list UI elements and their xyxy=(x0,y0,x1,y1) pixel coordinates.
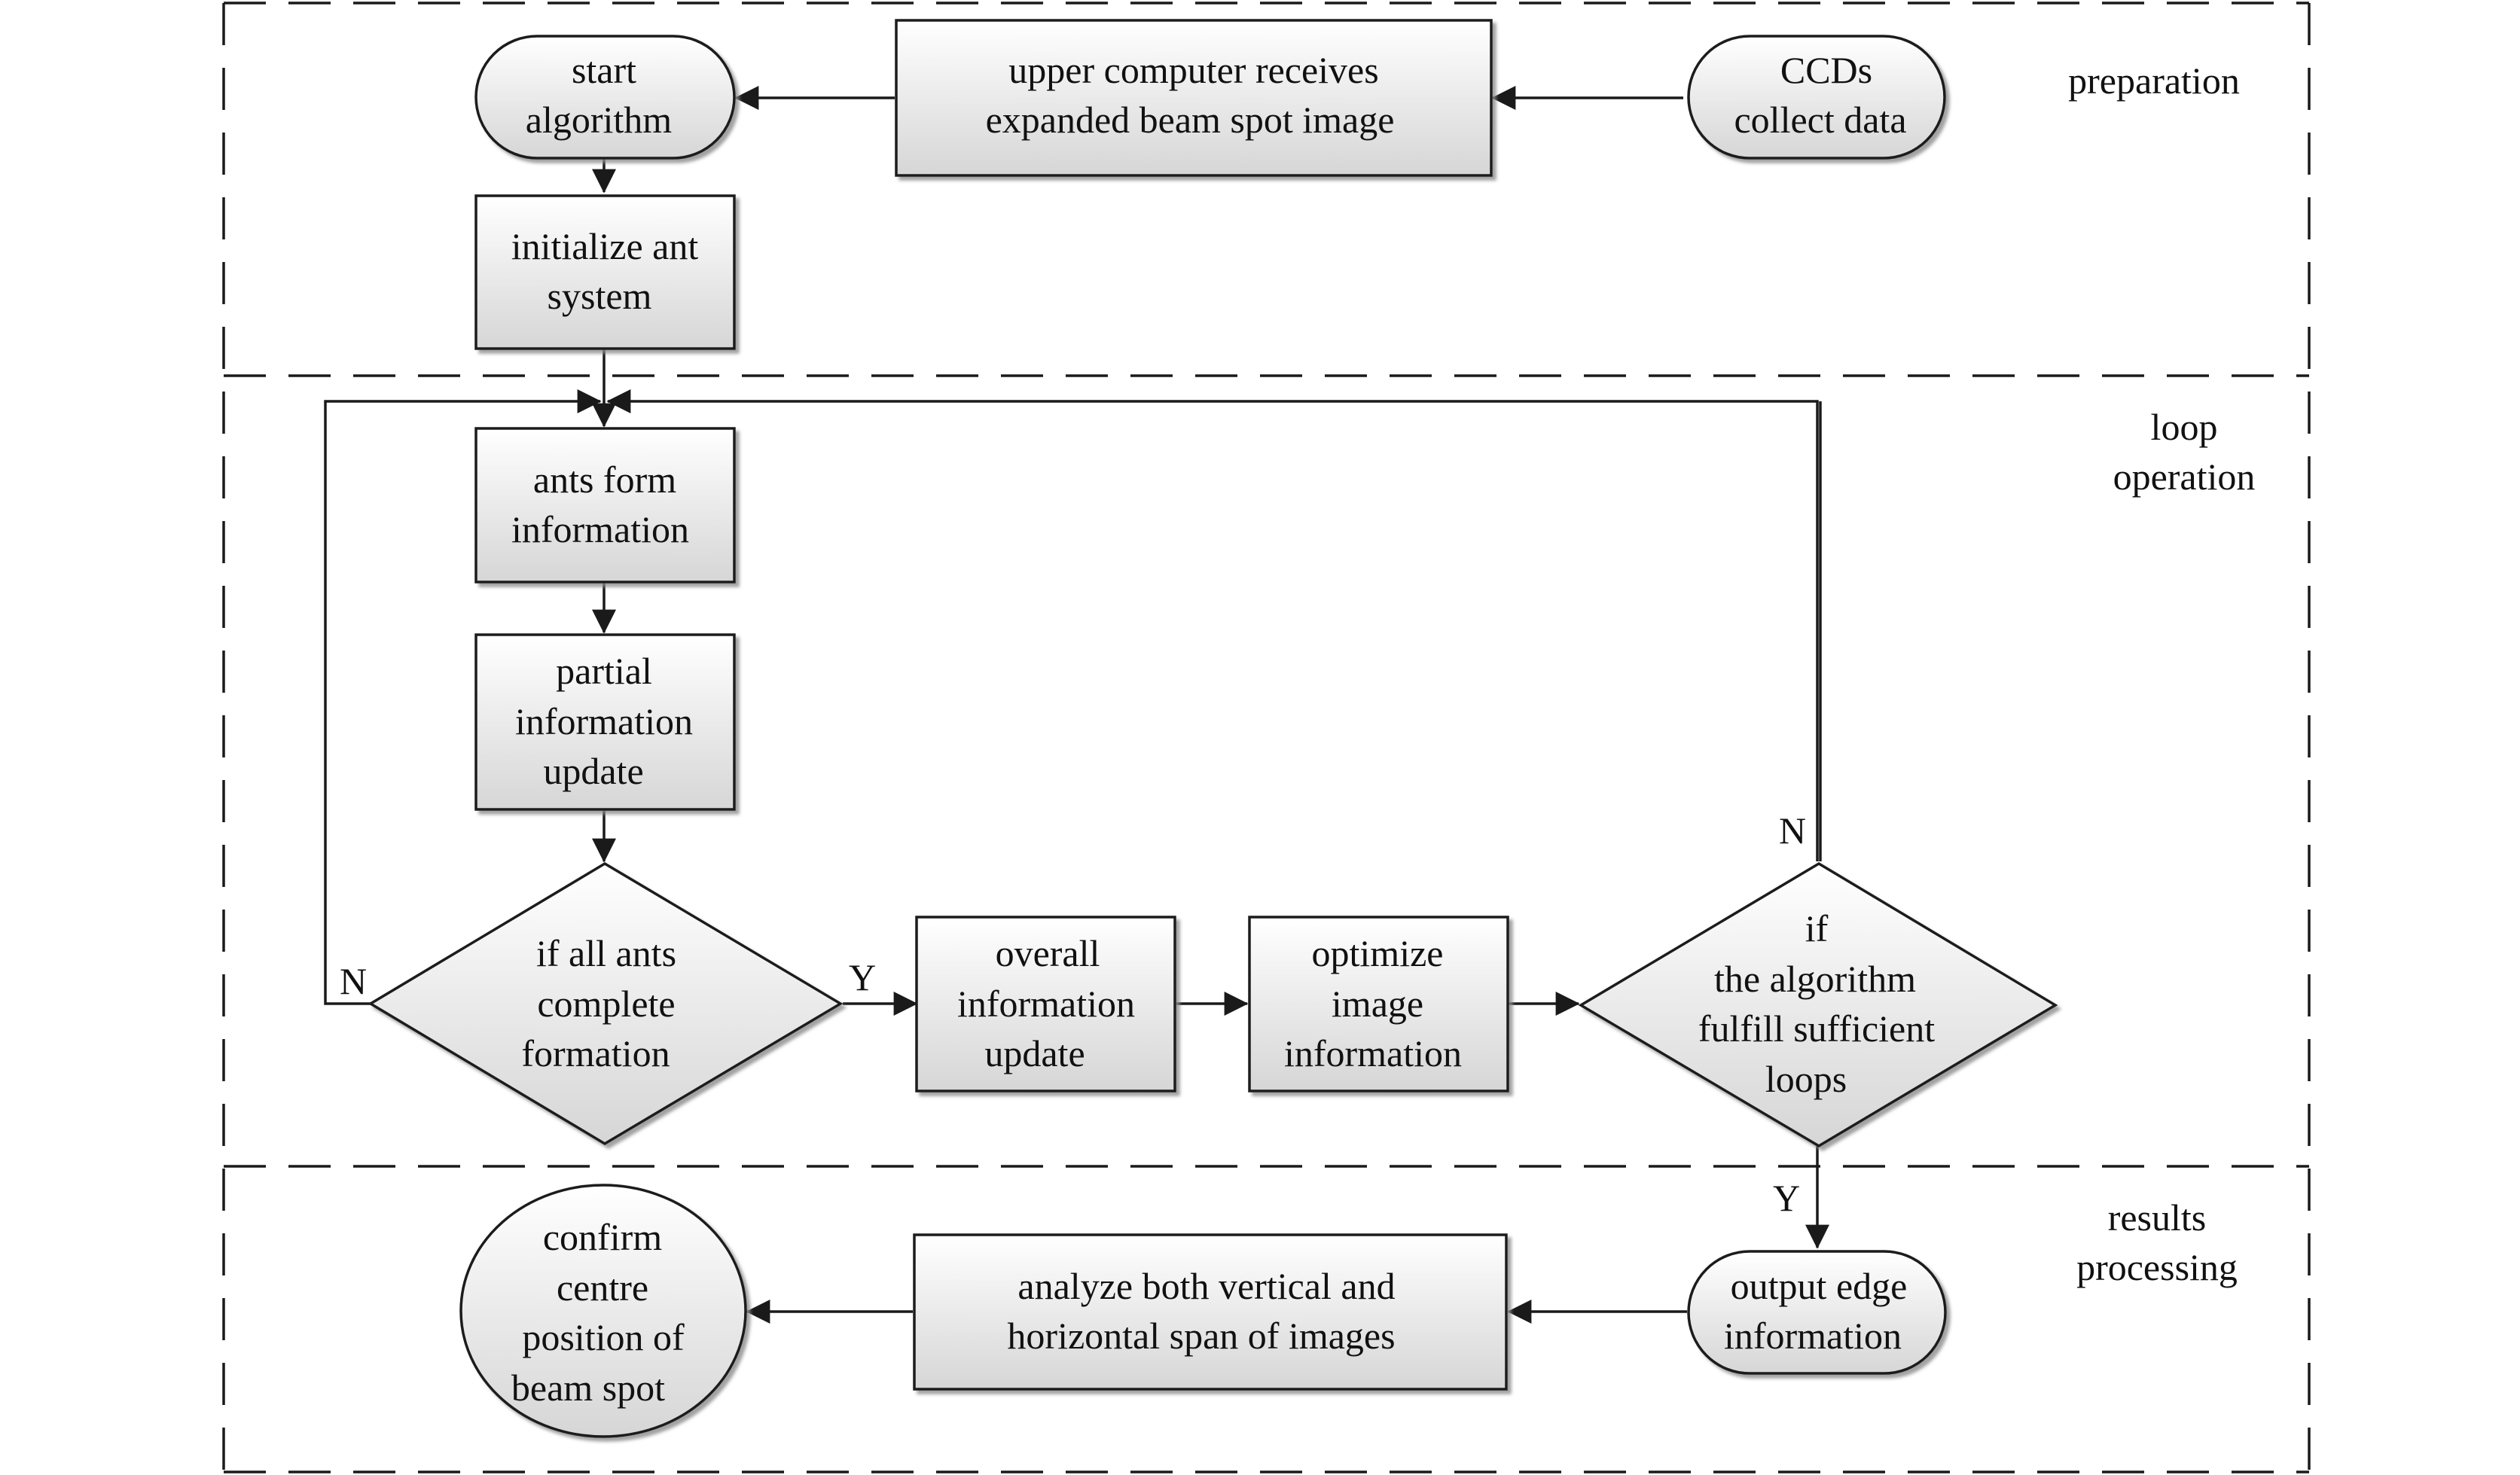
node-text-line: system xyxy=(548,275,652,317)
node-text-line: beam spot xyxy=(511,1367,665,1409)
node-text-line: if all ants xyxy=(536,932,676,974)
node-text-line: start xyxy=(572,49,636,91)
node-upper-computer: upper computer receives expanded beam sp… xyxy=(895,19,1493,177)
node-text-line: CCDs xyxy=(1780,49,1872,91)
edge-all-ants-no-loop xyxy=(324,389,602,1005)
node-text-line: loops xyxy=(1765,1058,1847,1100)
edge-label-all-ants-no: N xyxy=(340,960,367,1002)
edge-label-all-ants-yes: Y xyxy=(849,956,876,998)
node-output-edge: output edge information xyxy=(1687,1250,1947,1375)
node-text-line: if xyxy=(1805,907,1829,949)
section-label-operation: operation xyxy=(2113,456,2256,498)
node-text-line: the algorithm xyxy=(1714,958,1916,1000)
node-text-line: formation xyxy=(521,1032,670,1074)
edges xyxy=(324,86,1829,1324)
node-optimize: optimize image information xyxy=(1248,916,1509,1093)
node-text-line: confirm xyxy=(543,1216,662,1258)
node-text-line: overall xyxy=(996,932,1100,974)
decision-diamond xyxy=(1578,861,2058,1148)
decision-diamond xyxy=(368,861,844,1146)
node-text-line: update xyxy=(984,1032,1085,1074)
node-text-line: ants form xyxy=(533,459,676,501)
node-text-line: optimize xyxy=(1312,932,1444,974)
node-start: start algorithm xyxy=(474,35,736,160)
node-text-line: initialize ant xyxy=(511,225,699,267)
node-partial-update: partial information update xyxy=(474,633,736,811)
node-all-ants-decision: if all ants complete formation xyxy=(368,861,844,1146)
node-text-line: algorithm xyxy=(526,99,673,141)
node-text-line: information xyxy=(1284,1032,1462,1074)
section-label-preparation: preparation xyxy=(2068,59,2240,102)
node-text-line: update xyxy=(543,750,643,792)
section-label-results: results xyxy=(2108,1196,2207,1239)
terminator-shape xyxy=(474,35,736,160)
section-label-processing: processing xyxy=(2076,1246,2238,1288)
edge-label-loops-yes: Y xyxy=(1773,1177,1800,1219)
process-box xyxy=(895,19,1493,177)
node-text-line: position of xyxy=(522,1316,685,1358)
node-text-line: information xyxy=(515,700,693,742)
process-box xyxy=(474,633,736,811)
node-text-line: fulfill sufficient xyxy=(1698,1007,1935,1050)
process-box xyxy=(474,194,736,350)
node-text-line: information xyxy=(1724,1315,1902,1357)
node-text-line: analyze both vertical and xyxy=(1017,1265,1395,1307)
node-text-line: information xyxy=(957,983,1135,1025)
process-box xyxy=(915,916,1176,1093)
node-text-line: information xyxy=(511,508,689,550)
node-analyze: analyze both vertical and horizontal spa… xyxy=(913,1233,1508,1391)
node-overall-update: overall information update xyxy=(915,916,1176,1093)
process-box xyxy=(913,1233,1508,1391)
node-text-line: centre xyxy=(557,1266,648,1309)
node-text-line: horizontal span of images xyxy=(1007,1315,1395,1357)
node-text-line: expanded beam spot image xyxy=(986,99,1395,141)
node-ccds: CCDs collect data xyxy=(1687,35,1946,160)
node-ants-form: ants form information xyxy=(474,427,736,584)
process-box xyxy=(474,427,736,584)
terminator-shape xyxy=(459,1184,747,1438)
node-text-line: collect data xyxy=(1734,99,1906,141)
node-text-line: upper computer receives xyxy=(1008,49,1378,91)
node-text-line: image xyxy=(1332,983,1423,1025)
node-text-line: output edge xyxy=(1731,1265,1908,1307)
edge-loops-no-loop xyxy=(606,389,1819,861)
terminator-shape xyxy=(1687,1250,1947,1375)
node-text-line: complete xyxy=(537,983,675,1025)
node-text-line: partial xyxy=(556,650,652,692)
section-borders xyxy=(222,2,2311,1473)
node-confirm: confirm centre position of beam spot xyxy=(459,1184,747,1438)
node-loops-decision: if the algorithm fulfill sufficient loop… xyxy=(1578,861,2058,1148)
terminator-shape xyxy=(1687,35,1946,160)
process-box xyxy=(1248,916,1509,1093)
section-label-loop: loop xyxy=(2151,406,2218,448)
node-init: initialize ant system xyxy=(474,194,736,350)
edge-label-loops-no: N xyxy=(1779,809,1806,852)
